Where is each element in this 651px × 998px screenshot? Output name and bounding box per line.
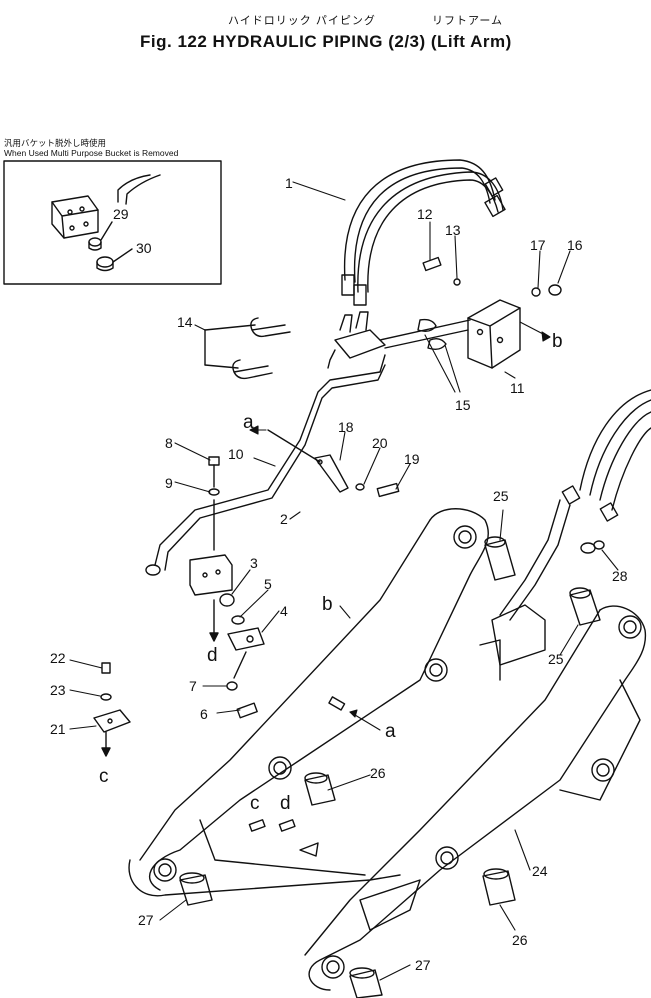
left-fittings [189,456,265,719]
label-1: 1 [285,175,293,191]
inset-box [3,160,222,285]
label-27a: 27 [138,912,154,928]
label-29: 29 [113,206,129,222]
bushings [179,536,601,998]
label-25a: 25 [493,488,509,504]
bracket [417,256,562,369]
letter-b-top: b [552,331,563,352]
label-5: 5 [264,576,272,592]
label-2: 2 [280,511,288,527]
label-30: 30 [136,240,152,256]
letter-d-arm: d [280,793,291,814]
label-13: 13 [445,222,461,238]
label-21: 21 [50,721,66,737]
label-8: 8 [165,435,173,451]
label-4: 4 [280,603,288,619]
letter-d-left: d [207,645,218,666]
label-10: 10 [228,446,244,462]
piping-block [145,311,471,576]
lift-arm-left [128,508,489,897]
title-jp-right: リフトアーム [432,15,504,27]
label-9: 9 [165,475,173,491]
letter-a-bottom: a [385,721,396,742]
label-22: 22 [50,650,66,666]
letter-c-arm: c [250,793,260,814]
label-28: 28 [612,568,628,584]
label-15: 15 [455,397,471,413]
label-23: 23 [50,682,66,698]
label-26a: 26 [370,765,386,781]
label-3: 3 [250,555,258,571]
label-26b: 26 [512,932,528,948]
letter-a-top: a [243,412,254,433]
letter-c-left: c [99,766,109,787]
title-jp-left: ハイドロリック パイピング [228,15,376,27]
labels: 1 2 3 4 5 6 7 8 9 10 11 12 13 14 15 16 1… [50,175,628,973]
arm-parts [248,696,346,857]
inset-caption-jp: 汎用バケット脱外し時使用 [4,138,107,148]
inset-caption-en: When Used Multi Purpose Bucket is Remove… [4,148,179,158]
label-19: 19 [404,451,420,467]
label-25b: 25 [548,651,564,667]
label-16: 16 [567,237,583,253]
label-17: 17 [530,237,546,253]
label-27b: 27 [415,957,431,973]
hose-assembly [341,159,506,306]
label-24: 24 [532,863,548,879]
label-18: 18 [338,419,354,435]
label-12: 12 [417,206,433,222]
clamp-18 [267,429,400,498]
u-bolts [204,317,291,380]
clamp-21 [93,662,131,757]
label-14: 14 [177,314,193,330]
label-20: 20 [372,435,388,451]
label-11: 11 [510,380,525,396]
label-6: 6 [200,706,208,722]
cylinder-area [479,389,651,681]
letter-b-mid: b [322,594,333,615]
lift-arm-right [304,605,647,991]
page-title: Fig. 122 HYDRAULIC PIPING (2/3) (Lift Ar… [140,32,512,51]
leader-lines [69,181,619,981]
label-7: 7 [189,678,197,694]
